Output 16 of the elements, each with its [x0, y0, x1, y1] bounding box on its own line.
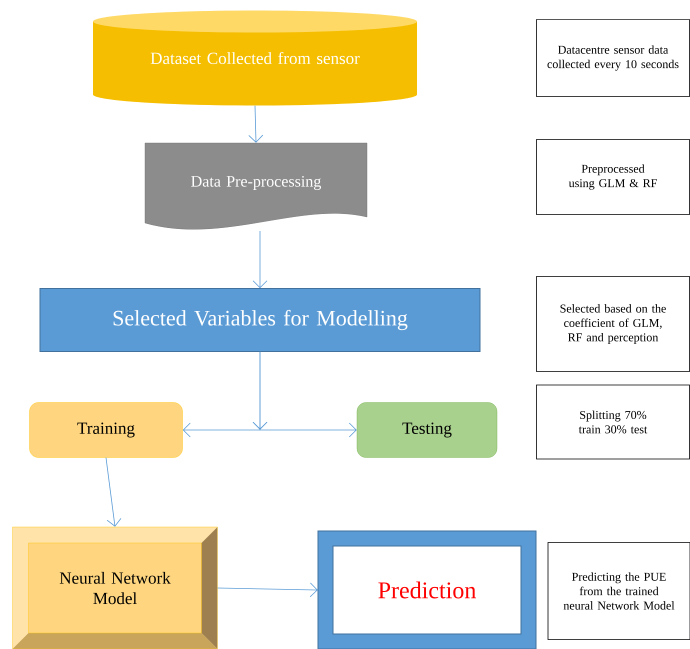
rounded-box: Testing [356, 402, 498, 458]
cylinder: Dataset Collected from sensor [93, 10, 417, 106]
arrow [248, 105, 264, 143]
note-box: Selected based on the coefficient of GLM, RF and perception [536, 276, 690, 372]
note-box: Datacentre sensor data collected every 10 seconds [536, 19, 690, 97]
arrow [252, 230, 268, 288]
arrow [252, 351, 357, 438]
arrow [106, 457, 122, 527]
rounded-box: Training [29, 402, 183, 458]
process-box: Selected Variables for Modelling [40, 288, 480, 352]
bevel-box: Neural Network Model [12, 526, 218, 649]
note-box: Predicting the PUE from the trained neural Network Model [548, 542, 690, 640]
arrow [217, 582, 318, 598]
framed-box: Prediction [318, 530, 536, 649]
note-box: Preprocessed using GLM & RF [536, 139, 690, 215]
note-box: Splitting 70% train 30% test [536, 384, 690, 460]
